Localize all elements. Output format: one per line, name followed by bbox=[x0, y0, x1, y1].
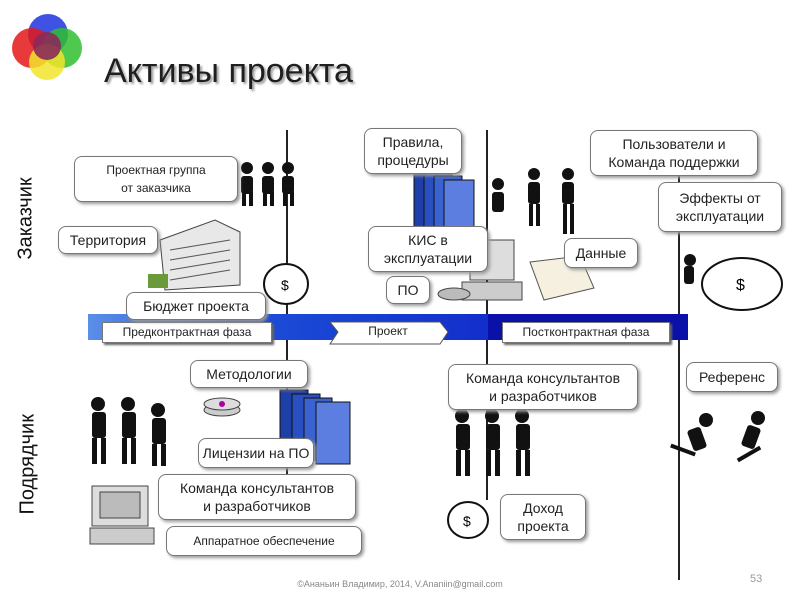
consult-pre-line2: и разработчиков bbox=[203, 498, 311, 514]
phase-project: Проект bbox=[368, 324, 408, 338]
callout-po: ПО bbox=[386, 276, 430, 304]
footer-copyright: ©Ананьин Владимир, 2014, V.Ananiin@gmail… bbox=[297, 579, 503, 589]
callout-kis: КИС в эксплуатации bbox=[368, 226, 488, 272]
svg-text:$: $ bbox=[463, 513, 471, 529]
consult-post-line2: и разработчиков bbox=[489, 388, 597, 404]
callout-territory: Территория bbox=[58, 226, 158, 254]
rules-line1: Правила, bbox=[382, 134, 444, 150]
callout-users: Пользователи и Команда поддержки bbox=[590, 130, 758, 176]
callout-income: Доход проекта bbox=[500, 494, 586, 540]
callout-data: Данные bbox=[564, 238, 638, 268]
callout-reference: Референс bbox=[686, 362, 778, 392]
divider-line-3 bbox=[678, 130, 680, 580]
kis-line2: эксплуатации bbox=[383, 250, 473, 266]
callout-consult-team-post: Команда консультантов и разработчиков bbox=[448, 364, 638, 410]
callout-effects: Эффекты от эксплуатации bbox=[658, 182, 782, 232]
consult-pre-line1: Команда консультантов bbox=[179, 480, 335, 496]
callout-budget: Бюджет проекта bbox=[126, 292, 266, 320]
callout-hardware: Аппаратное обеспечение bbox=[166, 526, 362, 556]
page-number: 53 bbox=[750, 573, 763, 585]
row-label-customer: Заказчик bbox=[14, 177, 37, 260]
consult-post-line1: Команда консультантов bbox=[465, 370, 621, 386]
customer-team-line1: Проектная группа bbox=[106, 163, 206, 177]
rules-line2: процедуры bbox=[377, 152, 449, 168]
phase-post: Постконтрактная фаза bbox=[502, 322, 670, 343]
page-title: Активы проекта bbox=[104, 52, 353, 90]
svg-text:$: $ bbox=[736, 277, 745, 294]
income-line2: проекта bbox=[517, 518, 569, 534]
users-line1: Пользователи и bbox=[622, 136, 726, 152]
users-line2: Команда поддержки bbox=[608, 154, 740, 170]
effects-line1: Эффекты от bbox=[679, 190, 761, 206]
kis-line1: КИС в bbox=[408, 232, 448, 248]
divider-line-1 bbox=[286, 130, 288, 480]
divider-line-2 bbox=[486, 130, 488, 500]
callout-customer-team: Проектная группа от заказчика bbox=[74, 156, 238, 202]
effects-line2: эксплуатации bbox=[675, 208, 765, 224]
income-line1: Доход bbox=[523, 500, 563, 516]
callout-rules: Правила, процедуры bbox=[364, 128, 462, 174]
callout-licenses: Лицензии на ПО bbox=[198, 438, 314, 468]
customer-team-line2: от заказчика bbox=[121, 181, 191, 195]
row-label-contractor: Подрядчик bbox=[16, 414, 39, 515]
phase-pre: Предконтрактная фаза bbox=[102, 322, 272, 343]
callout-consult-team-pre: Команда консультантов и разработчиков bbox=[158, 474, 356, 520]
callout-methodologies: Методологии bbox=[190, 360, 308, 388]
